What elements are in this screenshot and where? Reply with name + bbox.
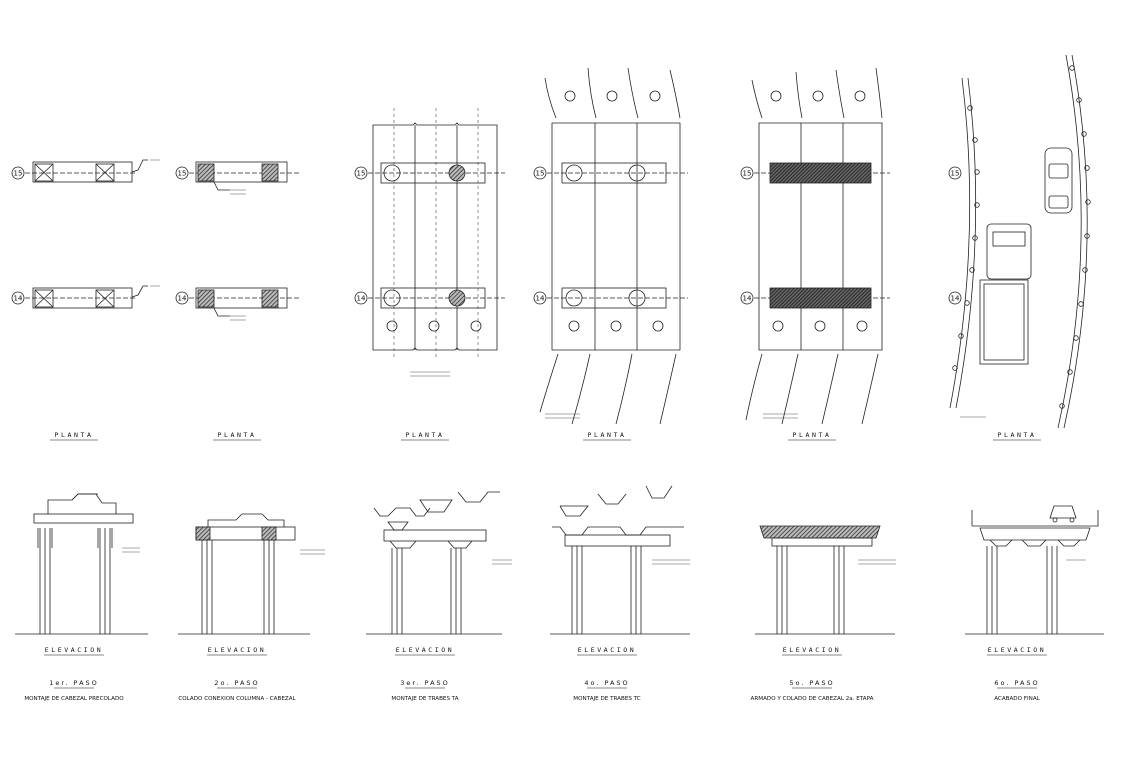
elevation-step-4	[550, 485, 690, 635]
axis-label: 14	[743, 295, 752, 303]
plan-label: PLANTA	[587, 431, 626, 439]
axis-label: 15	[14, 170, 23, 178]
step-description: ARMADO Y COLADO DE CABEZAL 2a. ETAPA	[751, 696, 874, 702]
elevation-step-6	[965, 505, 1104, 635]
plan-label: PLANTA	[997, 431, 1036, 439]
axis-label: 14	[178, 295, 187, 303]
car-icon	[1044, 147, 1073, 214]
elevation-label: ELEVACION	[45, 646, 104, 654]
plan-step-1	[11, 159, 148, 309]
step-description: COLADO CONEXION COLUMNA - CABEZAL	[178, 696, 296, 702]
plan-label: PLANTA	[792, 431, 831, 439]
plan-label: PLANTA	[54, 431, 93, 439]
plan-step-6	[948, 54, 1091, 429]
step-title: 2o. PASO	[214, 679, 259, 687]
step-description: MONTAJE DE TRABES TC	[573, 696, 640, 702]
elevation-label: ELEVACION	[783, 646, 842, 654]
axis-label: 15	[178, 170, 187, 178]
truck-icon	[979, 223, 1032, 365]
step-description: MONTAJE DE CABEZAL PRECOLADO	[24, 696, 124, 702]
elevation-step-3	[366, 491, 502, 635]
axis-marker	[11, 166, 25, 180]
plan-step-4	[533, 67, 688, 425]
elevation-label: ELEVACION	[208, 646, 267, 654]
step-description: ACABADO FINAL	[994, 696, 1040, 702]
plan-label: PLANTA	[217, 431, 256, 439]
step-title: 1er. PASO	[49, 679, 99, 687]
elevation-label: ELEVACION	[988, 646, 1047, 654]
plan-step-3	[354, 108, 505, 360]
plan-step-5	[740, 67, 890, 425]
step-title: 3er. PASO	[400, 679, 450, 687]
elevation-label: ELEVACION	[396, 646, 455, 654]
plan-step-2	[175, 161, 300, 317]
elevation-step-2	[178, 513, 310, 635]
elevation-step-1	[15, 493, 148, 635]
axis-label: 14	[14, 295, 23, 303]
elevation-label: ELEVACION	[578, 646, 637, 654]
axis-label: 15	[951, 170, 960, 178]
axis-marker	[11, 291, 25, 305]
elevation-step-5	[755, 525, 895, 635]
step-title: 5o. PASO	[789, 679, 834, 687]
axis-label: 14	[951, 295, 960, 303]
axis-label: 15	[536, 170, 545, 178]
axis-label: 14	[357, 295, 366, 303]
step-title: 4o. PASO	[584, 679, 629, 687]
step-title: 6o. PASO	[994, 679, 1039, 687]
car-icon	[1049, 505, 1077, 523]
plan-label: PLANTA	[405, 431, 444, 439]
axis-label: 15	[357, 170, 366, 178]
axis-label: 14	[536, 295, 545, 303]
axis-label: 15	[743, 170, 752, 178]
step-description: MONTAJE DE TRABES TA	[391, 696, 458, 702]
